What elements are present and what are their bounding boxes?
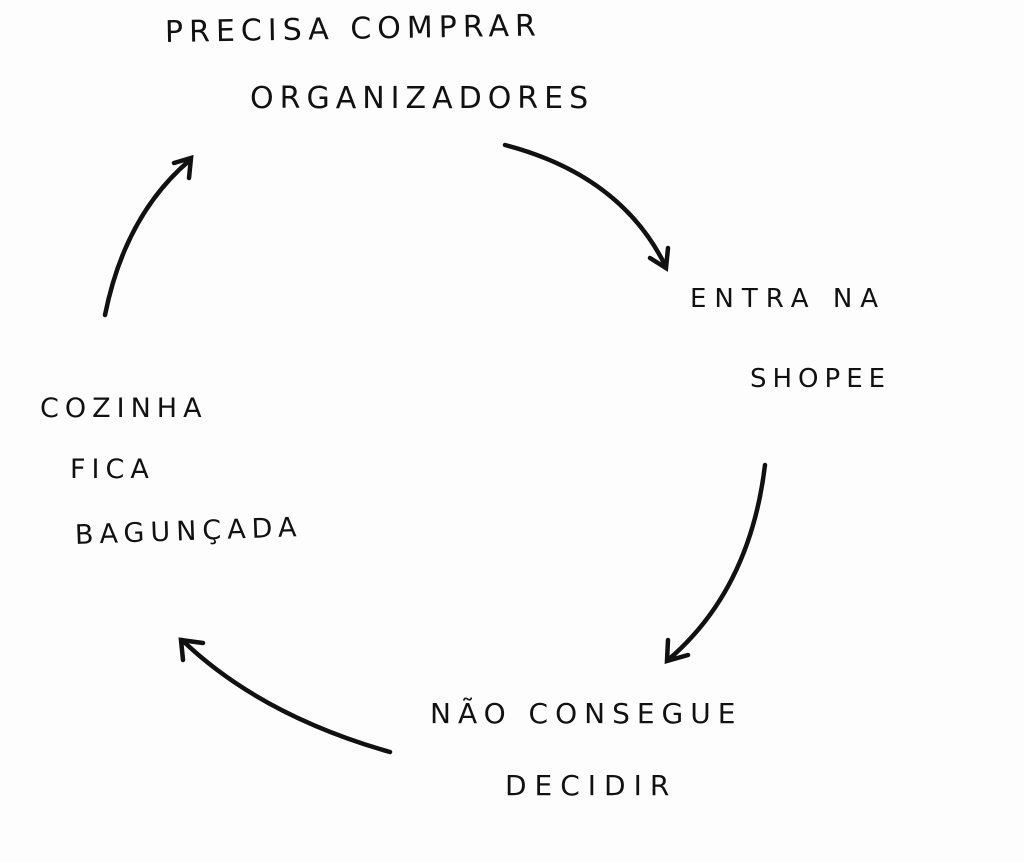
arrow-cozinha-to-organizadores <box>102 154 194 318</box>
node-shopee-line2: SHOPEE <box>750 364 892 394</box>
node-decidir-line1: NÃO CONSEGUE <box>430 697 743 730</box>
node-cozinha-line2: FICA <box>70 454 155 485</box>
arrow-organizadores-to-shopee <box>502 142 671 272</box>
node-shopee-line1: ENTRA NA <box>690 284 887 314</box>
node-organizadores-line2: ORGANIZADORES <box>250 81 595 116</box>
arrow-shopee-to-decidir <box>664 462 768 665</box>
node-cozinha-line1: COZINHA <box>40 393 208 424</box>
arrow-decidir-to-cozinha <box>178 637 393 755</box>
node-decidir-line2: DECIDIR <box>505 769 678 802</box>
